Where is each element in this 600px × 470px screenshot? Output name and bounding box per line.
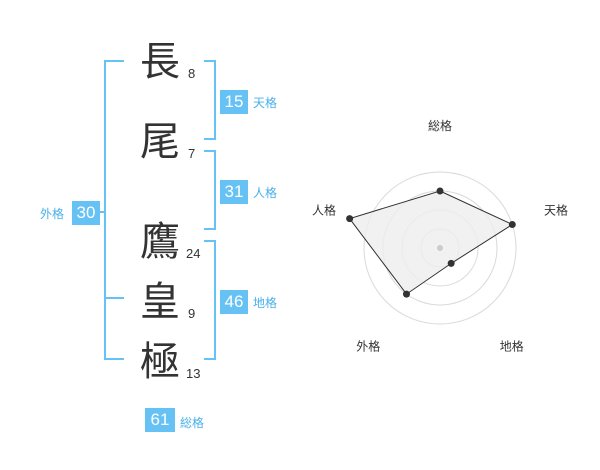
jinkaku-label: 人格 (253, 186, 278, 200)
gaikaku-label: 外格 (40, 207, 65, 221)
name-char-3: 鷹 (140, 219, 180, 265)
stroke-count-2: 7 (188, 146, 196, 161)
radar-axis-label: 外格 (356, 339, 380, 354)
gaikaku-bracket-connector (98, 211, 106, 213)
tenkaku-label: 天格 (253, 96, 278, 110)
jinkaku-bracket (204, 150, 216, 230)
radar-ring (363, 171, 517, 325)
radar-axis-label: 天格 (544, 202, 568, 217)
radar-axis-label: 地格 (500, 339, 524, 354)
soukaku-value: 61 (145, 408, 175, 432)
stroke-count-1: 8 (188, 66, 196, 81)
gaikaku-bracket-tick (104, 297, 124, 299)
chikaku-bracket (204, 240, 216, 360)
gaikaku-value: 30 (72, 201, 100, 225)
radar-point (447, 259, 455, 267)
soukaku-label: 総格 (180, 416, 205, 430)
radar-center-dot (437, 245, 443, 251)
name-char-1: 長 (140, 39, 180, 85)
radar-area (348, 190, 514, 295)
radar-point (508, 221, 516, 229)
name-char-5: 極 (140, 339, 180, 385)
chikaku-label: 地格 (253, 296, 278, 310)
name-char-2: 尾 (140, 119, 180, 165)
stroke-count-3: 24 (186, 246, 201, 261)
radar-point (402, 290, 410, 298)
tenkaku-bracket (204, 60, 216, 140)
tenkaku-value: 15 (220, 90, 248, 114)
chikaku-value: 46 (220, 290, 248, 314)
jinkaku-value: 31 (220, 180, 248, 204)
name-char-4: 皇 (140, 279, 180, 325)
radar-axis-label: 人格 (312, 202, 336, 217)
stroke-count-4: 9 (188, 306, 196, 321)
stroke-count-5: 13 (186, 366, 201, 381)
radar-point (436, 187, 444, 195)
gaikaku-bracket (104, 60, 124, 360)
radar-axis-label: 総格 (428, 118, 452, 133)
radar-point (346, 215, 354, 223)
